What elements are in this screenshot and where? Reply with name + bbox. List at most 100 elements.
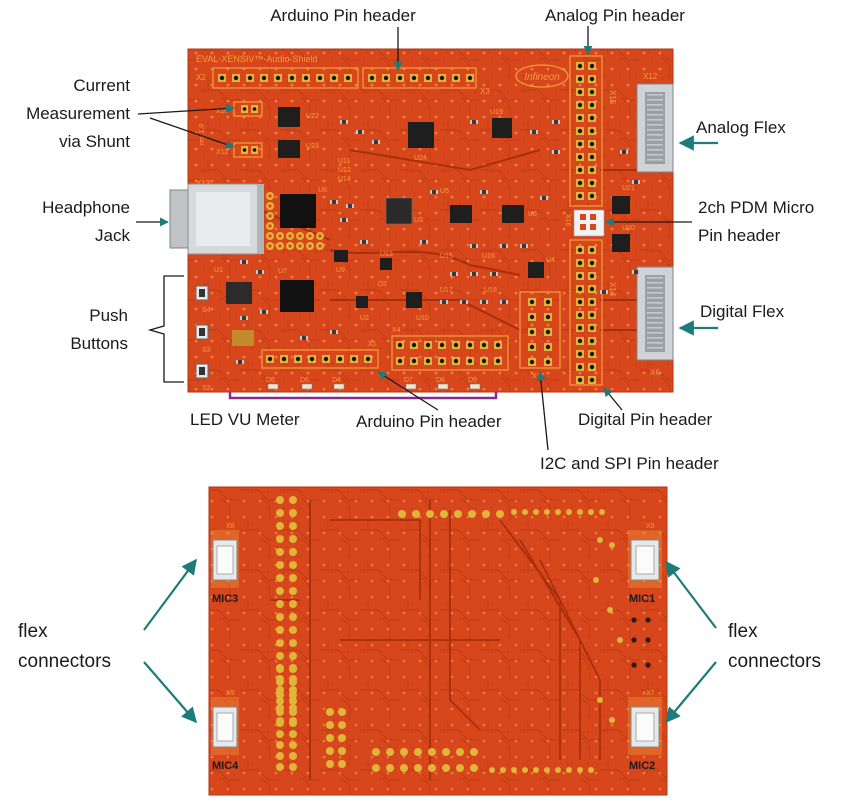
led [333, 383, 345, 390]
ic-u3-sensor [385, 197, 413, 225]
designator-d5: D5 [300, 377, 309, 384]
passive-component [540, 196, 548, 200]
designator-u15: U15 [440, 253, 453, 260]
header-pin [577, 89, 583, 95]
designator-x5: X5 [646, 523, 655, 530]
label-current-line2: Measurement [26, 104, 130, 123]
passive-component [490, 272, 498, 276]
passive-terminal [336, 200, 338, 204]
label-pdm-line2: Pin header [698, 226, 781, 245]
passive-terminal [360, 240, 362, 244]
label-digital-pin-header: Digital Pin header [578, 410, 713, 429]
passive-terminal [486, 300, 488, 304]
passive-component [236, 360, 244, 364]
passive-terminal [372, 140, 374, 144]
label-push-line1: Push [89, 306, 128, 325]
bottom-pad [555, 767, 561, 773]
header-pin [467, 75, 473, 81]
header-pin [467, 342, 473, 348]
passive-component [500, 300, 508, 304]
small-parts [236, 120, 640, 364]
bottom-pad [289, 496, 297, 504]
i2c-spi-header-x17 [519, 291, 561, 369]
header-pin [577, 193, 583, 199]
passive-component [460, 300, 468, 304]
passive-terminal [352, 204, 354, 208]
header-pin [295, 356, 301, 362]
bottom-pad [276, 719, 284, 727]
bottom-pad [544, 767, 550, 773]
header-pin [411, 342, 417, 348]
flex-rib [647, 149, 663, 151]
bottom-pad [326, 721, 334, 729]
passive-terminal [470, 120, 472, 124]
bottom-pad [289, 730, 297, 738]
leader-i2c-spi [536, 371, 549, 451]
passive-terminal [476, 120, 478, 124]
header-pin [267, 356, 273, 362]
bottom-pads [276, 496, 651, 773]
bottom-pad [276, 522, 284, 530]
header-pin [577, 351, 583, 357]
passive-component [360, 240, 368, 244]
passive-terminal [426, 240, 428, 244]
bottom-pad [426, 510, 434, 518]
designator-x14: X14 [608, 282, 617, 297]
bottom-pad [442, 764, 450, 772]
header-pin [323, 356, 329, 362]
passive-terminal [486, 190, 488, 194]
arrow-flex-mic2 [665, 661, 717, 724]
headphone-jack-pads [266, 192, 324, 250]
mic1-flex-connector [628, 530, 662, 588]
passive-terminal [240, 316, 242, 320]
passive-terminal [378, 140, 380, 144]
ic-u1 [226, 282, 252, 304]
header-pin [425, 75, 431, 81]
passive-terminal [606, 290, 608, 294]
flex-rib [647, 154, 663, 156]
header-pin [545, 299, 551, 305]
digital-flex-connector-x6 [636, 266, 674, 361]
bottom-pad [289, 548, 297, 556]
designator-u18: U18 [484, 287, 497, 294]
passive-component [300, 336, 308, 340]
ic-u20 [612, 234, 630, 252]
passive-component [632, 180, 640, 184]
header-pin [545, 329, 551, 335]
bottom-pad [289, 708, 297, 716]
flex-rib [647, 104, 663, 106]
passive-component [470, 120, 478, 124]
header-pin [589, 180, 595, 186]
bottom-pad [597, 537, 603, 543]
passive-terminal [450, 272, 452, 276]
passive-terminal [470, 244, 472, 248]
passive-terminal [526, 244, 528, 248]
bottom-pad [276, 730, 284, 738]
header-pin [439, 358, 445, 364]
passive-terminal [242, 360, 244, 364]
bottom-pad [289, 675, 297, 683]
flex-rib [647, 312, 663, 314]
passive-terminal [520, 244, 522, 248]
header-pin [589, 260, 595, 266]
flex-rib [647, 124, 663, 126]
header-pin [453, 358, 459, 364]
designator-x9: X9 [226, 690, 235, 697]
designator-d2: D2 [378, 281, 387, 288]
ic-u6 [502, 205, 524, 223]
passive-terminal [456, 272, 458, 276]
passive-terminal [256, 270, 258, 274]
ic-u9 [334, 250, 348, 262]
header-pin [467, 358, 473, 364]
designator-d8: D8 [436, 377, 445, 384]
header-pin [577, 325, 583, 331]
electrolytic-cap [232, 330, 254, 346]
flex-rib [647, 144, 663, 146]
passive-component [480, 190, 488, 194]
bottom-pad [522, 509, 528, 515]
header-pin [545, 344, 551, 350]
header-pin [589, 141, 595, 147]
header-pin [345, 75, 351, 81]
passive-terminal [240, 260, 242, 264]
